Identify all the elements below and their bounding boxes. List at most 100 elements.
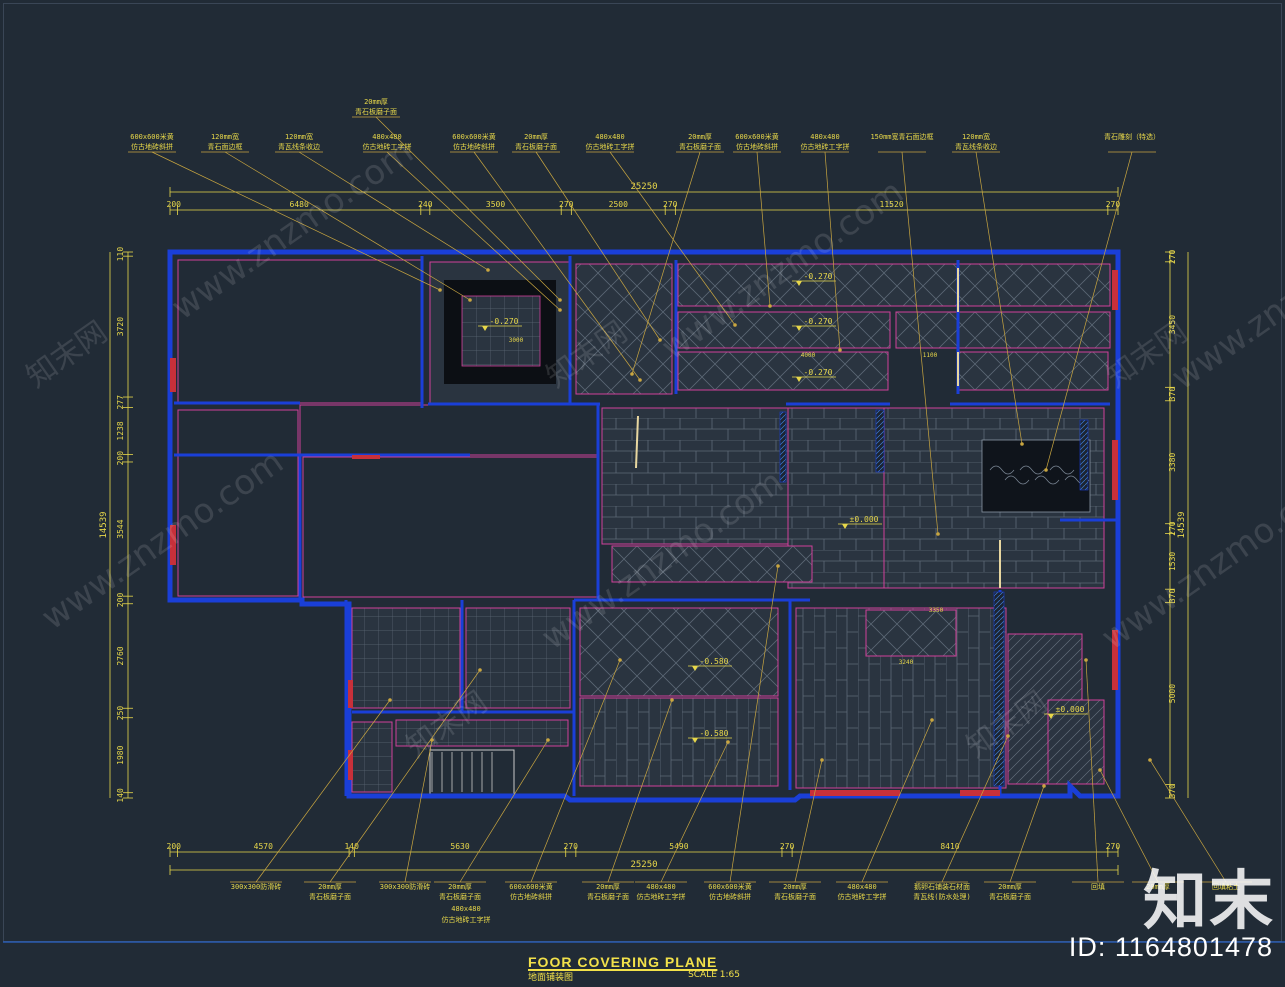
right-dim-label: 370	[1168, 784, 1177, 799]
leader-dot	[558, 298, 562, 302]
top-callout-line2: 仿古地砖斜拼	[736, 142, 778, 151]
left-dim-label: 1980	[116, 745, 125, 764]
bottom-callout-line2: 青石板磨子面	[989, 892, 1031, 901]
leader-dot	[388, 698, 392, 702]
top-callout-line1: 600x600米黄	[735, 132, 779, 141]
column	[352, 455, 380, 459]
leader-line	[473, 151, 641, 381]
bottom-callout-line1: 回填粘土	[1212, 882, 1240, 891]
leader-line	[861, 719, 933, 883]
right-dim-label: 1530	[1168, 552, 1177, 571]
drawing-scale: SCALE 1:65	[688, 970, 740, 980]
top-callout-line2: 仿古地砖工字拼	[801, 142, 850, 151]
top-callout-line1: 120mm宽	[285, 132, 313, 141]
room-left-middle	[177, 409, 299, 597]
top-callout-line1: 20mm厚	[524, 133, 548, 141]
room-upper-left	[177, 259, 422, 404]
leader-line	[1149, 759, 1227, 883]
room-top-diag-4	[895, 311, 1111, 349]
elevation-marker	[796, 377, 802, 382]
interior-dim: 3240	[899, 659, 914, 666]
leader-line	[1099, 769, 1159, 883]
leader-dot	[1042, 784, 1046, 788]
right-dim-label: 370	[1168, 589, 1177, 604]
leader-dot	[936, 532, 940, 536]
bottom-callout-line2: 仿古地砖斜拼	[709, 892, 751, 901]
elevation-label: -0.270	[490, 317, 519, 326]
top-total-label: 25250	[630, 182, 657, 192]
left-dim-label: 1238	[116, 421, 125, 440]
top-callout-line1: 20mm厚	[364, 98, 388, 106]
title-block: FOOR COVERING PLANE 地面铺装图 SCALE 1:65	[528, 954, 748, 983]
carving-swirl	[1019, 465, 1045, 475]
top-dim-label: 3500	[486, 200, 505, 209]
interior-dim: 3350	[929, 607, 944, 614]
top-callout-line2: 青瓦线条收边	[955, 142, 997, 151]
extra-callout-line2: 仿古地砖工字拼	[442, 915, 491, 924]
bottom-dim-label: 270	[780, 842, 795, 851]
top-dim-label: 11520	[880, 200, 904, 209]
leader-dot	[1098, 768, 1102, 772]
top-callout-line2: 青石板磨子面	[679, 142, 721, 151]
interior-dim: 4000	[801, 352, 816, 359]
leader-line	[535, 151, 661, 341]
leader-dot	[438, 288, 442, 292]
top-dim-label: 270	[663, 200, 678, 209]
leader-line	[941, 735, 1009, 883]
leader-dot	[546, 738, 550, 742]
column	[348, 680, 353, 708]
leader-dot	[838, 348, 842, 352]
bottom-dim-label: 270	[564, 842, 579, 851]
leader-line	[660, 741, 729, 883]
leader-dot	[733, 323, 737, 327]
right-dim-label: 3380	[1168, 452, 1177, 471]
corridor-left	[299, 404, 599, 456]
wall-hatch	[779, 411, 787, 483]
room-grid-3	[351, 721, 393, 793]
brand-logo: 知末	[1143, 865, 1275, 939]
top-callout-line2: 青瓦线条收边	[278, 142, 320, 151]
top-callout-line1: 120mm宽	[962, 132, 990, 141]
top-dim-label: 6480	[290, 200, 309, 209]
bottom-callout-line1: 回填	[1091, 882, 1105, 891]
bottom-dim-label: 4570	[254, 842, 273, 851]
room-top-diag-5	[677, 351, 889, 391]
leader-dot	[776, 564, 780, 568]
leader-dot	[658, 338, 662, 342]
left-dim-label: 140	[116, 788, 125, 803]
left-dim-label: 250	[116, 706, 125, 721]
elevation-label: -0.580	[700, 729, 729, 738]
leader-line	[459, 739, 549, 883]
leader-dot	[726, 740, 730, 744]
room-grid-1	[351, 607, 461, 709]
elevation-marker	[692, 738, 698, 743]
carving-swirl	[1004, 475, 1030, 485]
bottom-dim-label: 270	[1106, 842, 1121, 851]
bottom-callout-line2: 青石板磨子面	[439, 892, 481, 901]
left-dim-label: 200	[116, 593, 125, 608]
interior-dim: 3000	[509, 337, 524, 344]
top-callout-line1: 480x480	[372, 133, 402, 141]
leader-line	[609, 151, 736, 326]
column	[170, 525, 176, 565]
leader-line	[1085, 659, 1099, 883]
leader-dot	[1084, 658, 1088, 662]
leader-dot	[478, 668, 482, 672]
top-callout-line2: 仿古地砖斜拼	[131, 142, 173, 151]
leader-line	[1045, 151, 1133, 471]
column	[170, 358, 176, 392]
drawing-subtitle: 地面铺装图	[528, 973, 574, 983]
left-dim-label: 277	[116, 395, 125, 410]
left-dim-label: 3544	[116, 519, 125, 538]
top-callout-line2: 仿古地砖工字拼	[363, 142, 412, 151]
column	[960, 790, 1000, 796]
leader-line	[1009, 785, 1045, 883]
top-dim-label: 270	[1106, 200, 1121, 209]
hall-strip	[611, 545, 813, 583]
leader-line	[794, 759, 823, 883]
top-callout-line2: 仿古地砖斜拼	[453, 142, 495, 151]
exterior-wall	[167, 249, 1121, 803]
elevation-marker	[796, 326, 802, 331]
column	[1112, 630, 1118, 690]
